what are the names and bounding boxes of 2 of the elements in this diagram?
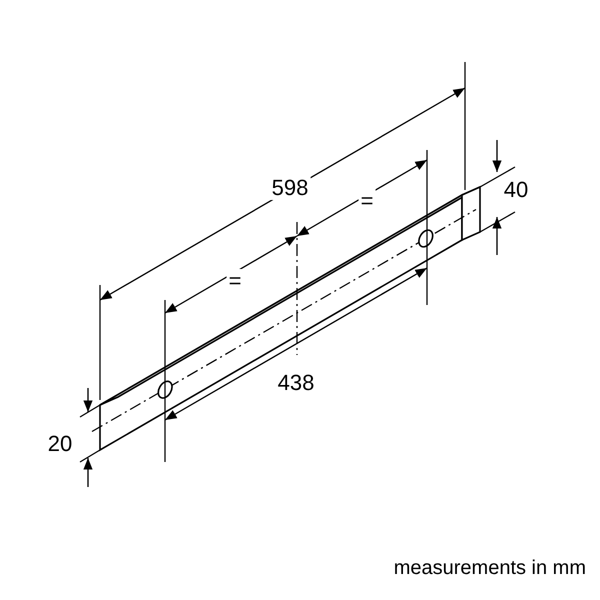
caption: measurements in mm bbox=[394, 557, 586, 580]
dimension-label: 598 bbox=[270, 176, 310, 200]
